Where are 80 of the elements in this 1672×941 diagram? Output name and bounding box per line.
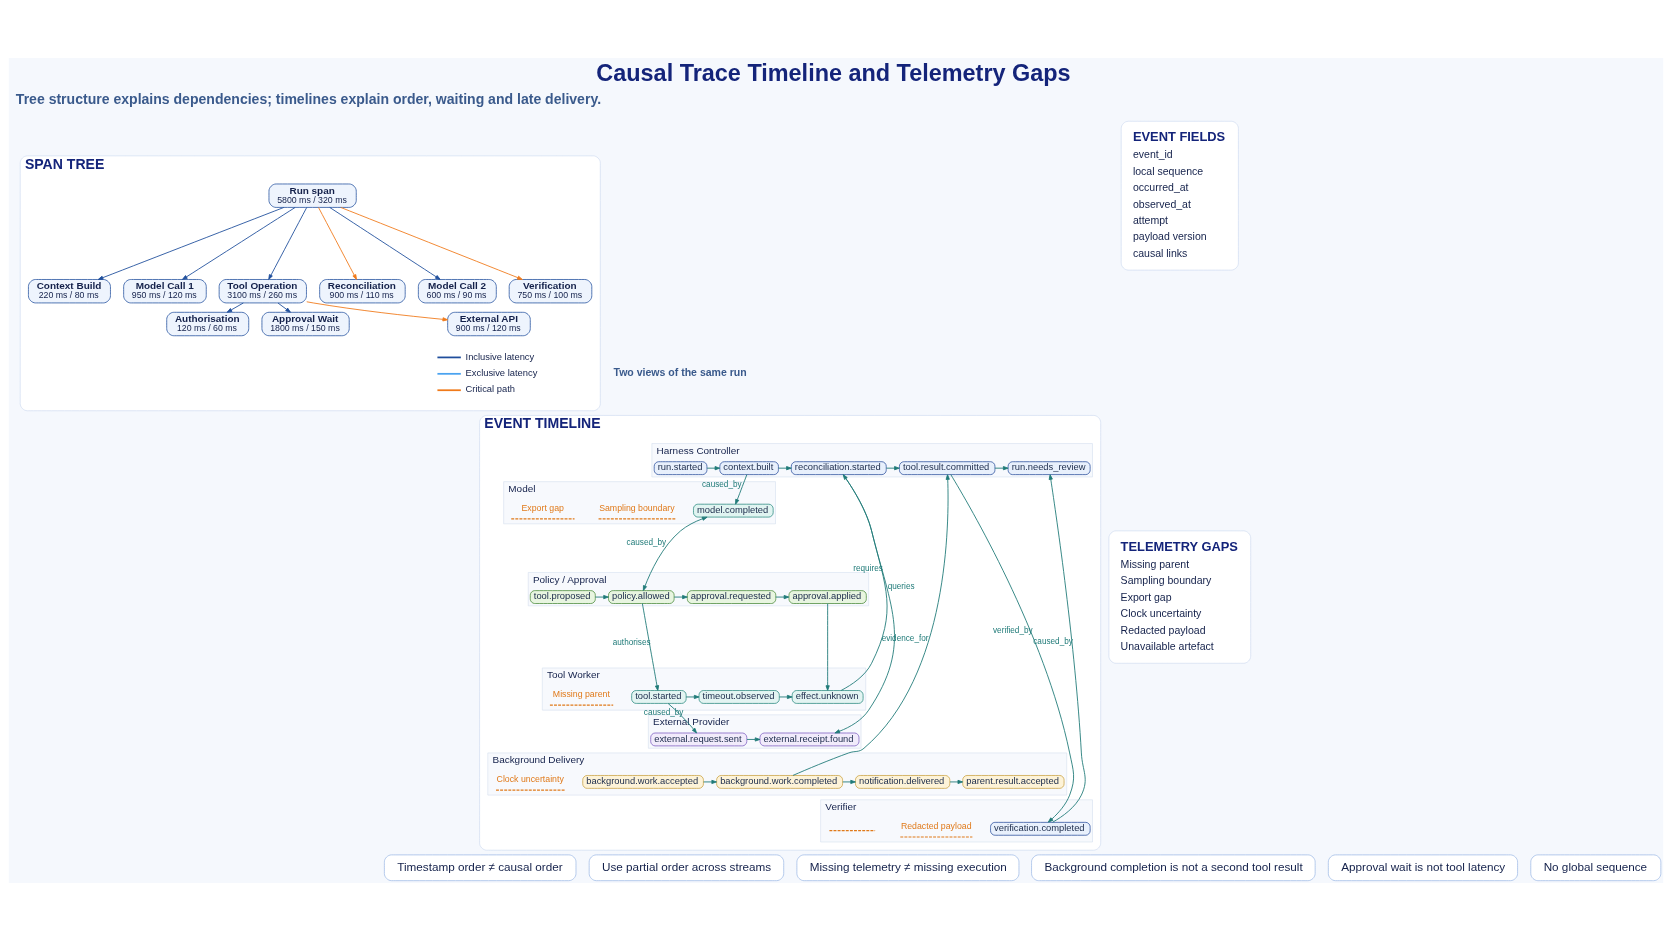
legend-label: Critical path bbox=[465, 384, 515, 395]
node-box: Approval Wait 1800 ms / 150 ms bbox=[261, 311, 350, 337]
arrow bbox=[642, 516, 708, 591]
arrow bbox=[842, 779, 856, 784]
label: Tree structure explains dependencies; timelines explain order, waiting and late delivery. bbox=[15, 91, 602, 108]
arrow bbox=[840, 474, 888, 691]
node-box: Run span 5800 ms / 320 ms bbox=[268, 183, 357, 208]
arrow bbox=[340, 207, 523, 280]
arrow bbox=[641, 603, 660, 691]
node-box: background.work.completed bbox=[716, 775, 843, 789]
node-box: Model Call 2 600 ms / 90 ms bbox=[418, 279, 497, 304]
node-box: external.request.sent bbox=[650, 732, 748, 747]
arrow bbox=[779, 694, 793, 700]
arrow bbox=[949, 779, 964, 784]
arrow bbox=[226, 302, 244, 313]
node-box: policy.allowed bbox=[608, 590, 675, 604]
arrow bbox=[706, 466, 721, 471]
node-box: verification.completed bbox=[990, 822, 1091, 836]
node-box: background.work.accepted bbox=[582, 775, 704, 789]
arrow bbox=[673, 594, 688, 600]
arrow bbox=[885, 466, 900, 471]
label: Redacted payload bbox=[900, 820, 972, 831]
arrow bbox=[667, 703, 697, 734]
node-box: External API 900 ms / 120 ms bbox=[447, 311, 531, 337]
arrow bbox=[306, 301, 449, 322]
node-box: Reconciliation 900 ms / 110 ms bbox=[319, 279, 406, 304]
arrow bbox=[318, 207, 357, 280]
diagram-title: Causal Trace Timeline and Telemetry Gaps bbox=[596, 59, 1071, 86]
arrow bbox=[182, 207, 296, 280]
node-box: parent.result.accepted bbox=[962, 775, 1065, 789]
arrow bbox=[703, 779, 717, 784]
node-box: Use partial order across streams bbox=[588, 854, 785, 882]
arrow bbox=[746, 737, 761, 742]
node-box: approval.applied bbox=[788, 590, 867, 604]
arrow bbox=[950, 474, 1075, 823]
label: Missing parent bbox=[552, 688, 610, 699]
arrow bbox=[685, 694, 700, 700]
node-box: tool.result.committed bbox=[899, 461, 996, 475]
arrow bbox=[994, 466, 1009, 471]
node-box: Authorisation 120 ms / 60 ms bbox=[166, 311, 250, 337]
node-box: Tool Operation 3100 ms / 260 ms bbox=[218, 279, 307, 304]
arrow bbox=[1048, 474, 1086, 823]
arrow bbox=[595, 594, 609, 600]
node-box: TELEMETRY GAPS Missing parent Sampling boundary Export gap Clock uncertainty Redacted payload Unavailable artefact bbox=[1108, 530, 1251, 664]
node-box: Background completion is not a second tool result bbox=[1031, 854, 1316, 882]
arrow bbox=[277, 302, 291, 313]
arrow bbox=[825, 603, 830, 691]
arrow bbox=[735, 474, 748, 505]
node-box: No global sequence bbox=[1530, 854, 1662, 882]
node-box: run.needs_review bbox=[1007, 461, 1091, 475]
label: Two views of the same run bbox=[613, 365, 747, 378]
arrow bbox=[329, 207, 441, 280]
node-box: context.built bbox=[719, 461, 779, 475]
node-box: timeout.observed bbox=[698, 690, 780, 704]
legend-label: Exclusive latency bbox=[465, 368, 538, 379]
label: Clock uncertainty bbox=[496, 773, 564, 784]
label: Sampling boundary bbox=[599, 502, 675, 513]
node-box: tool.started bbox=[631, 690, 687, 704]
legend-label: Inclusive latency bbox=[465, 351, 535, 362]
node-box: Verification 750 ms / 100 ms bbox=[508, 279, 593, 304]
node-box: model.completed bbox=[693, 503, 774, 518]
node-box: approval.requested bbox=[686, 590, 777, 604]
node-box: tool.proposed bbox=[529, 590, 596, 604]
node-box: Approval wait is not tool latency bbox=[1327, 854, 1518, 882]
node-box: Context Build 220 ms / 80 ms bbox=[28, 279, 111, 304]
node-box: effect.unknown bbox=[791, 690, 864, 704]
node-box: Missing telemetry ≠ missing execution bbox=[796, 854, 1020, 882]
arrow bbox=[778, 466, 792, 471]
node-box: notification.delivered bbox=[855, 775, 951, 789]
node-box: EVENT FIELDS event_id local sequence occurred_at observed_at attempt payload version causal links bbox=[1120, 121, 1239, 271]
arrow bbox=[775, 594, 790, 600]
node-box: Timestamp order ≠ causal order bbox=[384, 854, 577, 882]
node-box: external.receipt.found bbox=[759, 732, 860, 747]
arrow bbox=[834, 474, 895, 734]
node-box: Model Call 1 950 ms / 120 ms bbox=[123, 279, 207, 304]
node-box: reconciliation.started bbox=[790, 461, 887, 475]
label: Export gap bbox=[521, 502, 564, 513]
arrow bbox=[268, 207, 308, 280]
node-box: run.started bbox=[653, 461, 708, 475]
arrow bbox=[97, 207, 285, 280]
